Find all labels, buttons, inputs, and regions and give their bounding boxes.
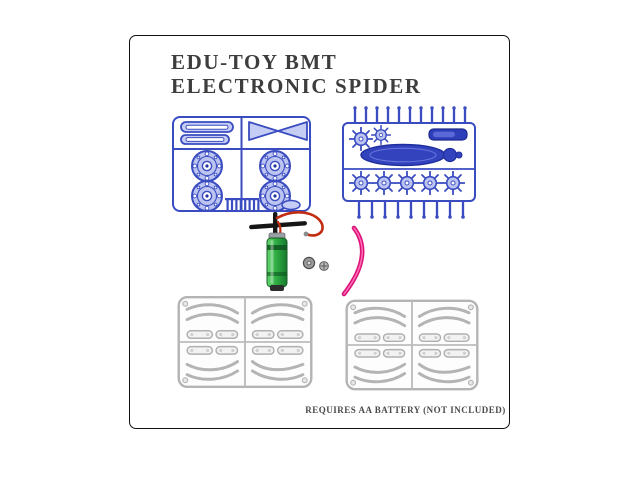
star-gear-part (349, 127, 373, 151)
bowtie-part (248, 121, 308, 141)
top-leg-pin-parts (353, 107, 467, 125)
sprue-frame (172, 116, 311, 212)
oval-ring-parts (180, 121, 234, 145)
wire-terminal (303, 231, 309, 237)
white-sprue-left-image (177, 295, 313, 389)
product-title: EDU-TOY BMT ELECTRONIC SPIDER (171, 50, 422, 98)
product-title-line1: EDU-TOY BMT (171, 50, 338, 74)
comb-teeth-parts (225, 198, 260, 210)
image-border-frame: EDU-TOY BMT ELECTRONIC SPIDER (129, 35, 510, 429)
screw-part (319, 261, 329, 271)
white-sprue-right-image (345, 299, 479, 391)
blue-sprue-spider-image (342, 106, 476, 219)
bottom-leg-feet (357, 215, 465, 219)
blue-sprue-discs-image (172, 116, 311, 212)
top-leg-pin-tips (353, 106, 467, 110)
small-gear-part (302, 256, 316, 270)
gear-disc-part (259, 150, 291, 182)
pink-wire-image (341, 225, 365, 297)
motor-assembly-image (249, 211, 329, 291)
bottom-leg-parts (357, 199, 465, 218)
gear-disc-part (191, 150, 223, 182)
product-title-line2: ELECTRONIC SPIDER (171, 74, 422, 98)
green-motor-part (266, 232, 288, 291)
battery-cover-part (428, 128, 468, 141)
star-gear-part (371, 125, 391, 145)
spider-body-part (360, 143, 463, 167)
gear-disc-part (191, 180, 223, 212)
oval-part (281, 199, 301, 211)
battery-note: REQUIRES AA BATTERY (NOT INCLUDED) (305, 405, 506, 415)
